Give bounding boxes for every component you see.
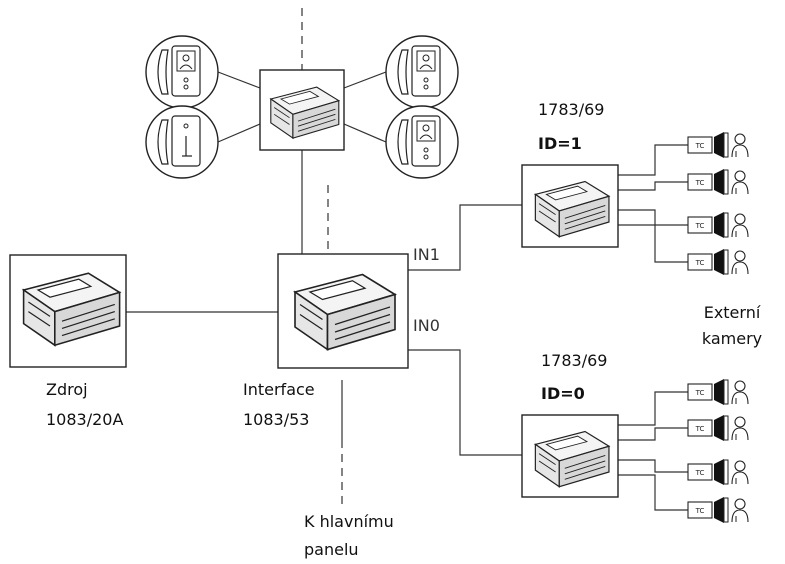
camera-badge-label: TC xyxy=(695,142,705,150)
video-phone-icon xyxy=(385,105,459,179)
camera-unit-top-box xyxy=(521,164,619,248)
external-cameras-line2: kamery xyxy=(701,329,763,348)
camera-badge-label: TC xyxy=(695,507,705,515)
camera-badge-label: TC xyxy=(695,222,705,230)
external-cameras-line1: Externí xyxy=(703,303,761,322)
camera-badge-label: TC xyxy=(695,469,705,477)
source-label: Zdroj 1083/20A xyxy=(46,375,123,435)
camera-icon: TC xyxy=(687,169,749,195)
camera-icon: TC xyxy=(687,249,749,275)
unit-top-id-label: ID=1 xyxy=(538,134,582,153)
interface-label: Interface 1083/53 xyxy=(243,375,315,435)
main-panel-label: K hlavnímu panelu xyxy=(304,508,394,564)
external-cameras: TC TC TC TC TC TC TC TC xyxy=(687,132,749,523)
camera-unit-bottom-box xyxy=(521,414,619,498)
interface-box xyxy=(277,253,409,369)
main-panel-line2: panelu xyxy=(304,540,359,559)
unit-top-model-label: 1783/69 xyxy=(538,100,605,119)
unit-bottom-model-label: 1783/69 xyxy=(541,351,608,370)
camera-icon: TC xyxy=(687,379,749,405)
power-supply-box xyxy=(9,254,127,368)
source-line1: Zdroj xyxy=(46,380,88,399)
camera-badge-label: TC xyxy=(695,179,705,187)
camera-icon: TC xyxy=(687,212,749,238)
camera-badge-label: TC xyxy=(695,389,705,397)
camera-icon: TC xyxy=(687,132,749,158)
interface-line1: Interface xyxy=(243,380,315,399)
interface-line2: 1083/53 xyxy=(243,410,310,429)
camera-icon: TC xyxy=(687,459,749,485)
camera-icon: TC xyxy=(687,415,749,441)
in1-label: IN1 xyxy=(413,245,440,264)
source-line2: 1083/20A xyxy=(46,410,124,429)
camera-icon: TC xyxy=(687,497,749,523)
unit-bottom-id-label: ID=0 xyxy=(541,384,585,403)
top-hub-box xyxy=(259,69,345,151)
video-phone-icon xyxy=(145,35,219,109)
audio-phone-icon xyxy=(145,105,219,179)
external-cameras-label: Externí kamery xyxy=(692,300,772,352)
camera-badge-label: TC xyxy=(695,425,705,433)
camera-badge-label: TC xyxy=(695,259,705,267)
video-phone-icon xyxy=(385,35,459,109)
main-panel-line1: K hlavnímu xyxy=(304,512,394,531)
wiring-lines xyxy=(126,8,688,511)
in0-label: IN0 xyxy=(413,316,440,335)
